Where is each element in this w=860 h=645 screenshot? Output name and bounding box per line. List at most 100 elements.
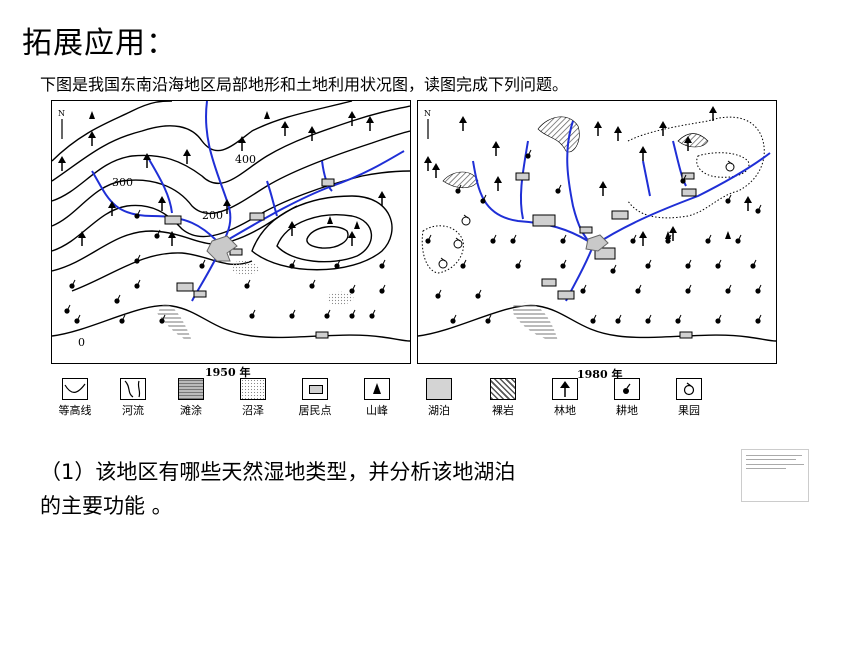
forest-icon [492,141,500,148]
farmland-icon [555,188,561,194]
farmland-icon-stem [438,289,442,295]
map-1950-drawing: N 400 300 200 0 [52,101,410,349]
farmland-icon [580,288,586,294]
legend-label: 居民点 [298,404,332,417]
peak-icon [327,216,333,224]
farmland-icon-stem [738,234,742,240]
marsh [232,261,260,275]
forest-icon [183,149,191,156]
question-text: （1）该地区有哪些天然湿地类型，并分析该地湖泊 的主要功能 。 [40,455,730,523]
orchard-icon [438,259,448,269]
forest-icon [168,231,176,238]
farmland-icon-stem [668,234,672,240]
forest-icon [459,116,467,123]
map-1950: N 400 300 200 0 [51,100,411,364]
slide-title: 拓展应用： [22,26,177,61]
farmland-icon-stem [593,314,597,320]
north-label-1980: N [424,109,431,118]
mudflat [157,305,192,341]
forest-icon [158,196,166,203]
farmland-icon [525,153,531,159]
farmland-icon-stem [162,314,166,320]
farmland-icon-stem [753,259,757,265]
forest-icon [494,176,502,183]
forest-icon [744,196,752,203]
farmland-icon-stem [312,279,316,285]
settlement-icon [302,378,328,400]
orchard-icon [676,378,702,400]
forest-icon [308,126,316,133]
farmland-icon [349,313,355,319]
peak-icon [364,378,390,400]
legend-settlement: 居民点 [290,378,340,418]
forest-icon [58,156,66,163]
orchard-icon-stem [463,214,469,219]
forest-icon [659,121,667,128]
farmland-icon [119,318,125,324]
farmland-icon-stem [458,184,462,190]
forest-icon [88,131,96,138]
contour-label-400: 400 [235,153,256,166]
farmland-icon-stem [463,259,467,265]
farmland-icon [510,238,516,244]
farmland-icon-stem [67,304,71,310]
forest-icon [78,231,86,238]
peak-icon [354,221,360,229]
forest-icon [594,121,602,128]
farmland-icon-stem [117,294,121,300]
farmland-icon-stem [728,284,732,290]
farmland-icon [475,293,481,299]
farmland-icon-stem [758,284,762,290]
peak-icon [89,111,95,119]
farmland-icon [560,263,566,269]
farmland-icon [715,318,721,324]
farmland-icon [244,283,250,289]
map-1950-label: 1950 年 [205,366,251,379]
farmland-icon-stem [122,314,126,320]
legend-label: 滩涂 [180,404,202,417]
forest-icon [614,126,622,133]
farmland-icon-stem [292,309,296,315]
farmland-icon-stem [678,314,682,320]
farmland-icon-stem [428,234,432,240]
legend-label: 河流 [122,404,144,417]
farmland-icon [615,318,621,324]
legend-marsh: 沼泽 [228,378,278,418]
farmland-icon [755,288,761,294]
farmland-icon-stem [453,314,457,320]
farmland-icon [685,263,691,269]
farmland-icon [369,313,375,319]
legend-label: 沼泽 [242,404,264,417]
contour-icon [62,378,88,400]
farmland-icon [490,238,496,244]
farmland-icon [630,238,636,244]
forest-icon [288,221,296,228]
farmland-icon-stem [252,309,256,315]
farmland-icon [134,213,140,219]
forest-icon [348,111,356,118]
forest-icon [684,136,692,143]
farmland-icon [134,258,140,264]
farmland-icon [645,263,651,269]
farmland-icon-stem [513,234,517,240]
legend-peak: 山峰 [352,378,402,418]
farmland-icon-stem [352,284,356,290]
farmland-icon [114,298,120,304]
contour-label-0: 0 [78,336,85,349]
legend-label: 裸岩 [492,404,514,417]
coastline [418,304,776,342]
settlements-1980 [515,172,697,339]
farmland-icon-stem [683,174,687,180]
legend-bare-rock: 裸岩 [478,378,528,418]
contour-lines [52,101,410,342]
legend-lake: 湖泊 [414,378,464,418]
farmland-icon [725,198,731,204]
orchard-icon-stem [727,160,733,165]
farmland-icon-stem [157,229,161,235]
farmland-icon-stem [337,259,341,265]
farmland-icon [735,238,741,244]
contour-label-300: 300 [112,176,133,189]
legend-label: 湖泊 [428,404,450,417]
town-1980 [585,234,609,252]
farmland-icon [750,263,756,269]
